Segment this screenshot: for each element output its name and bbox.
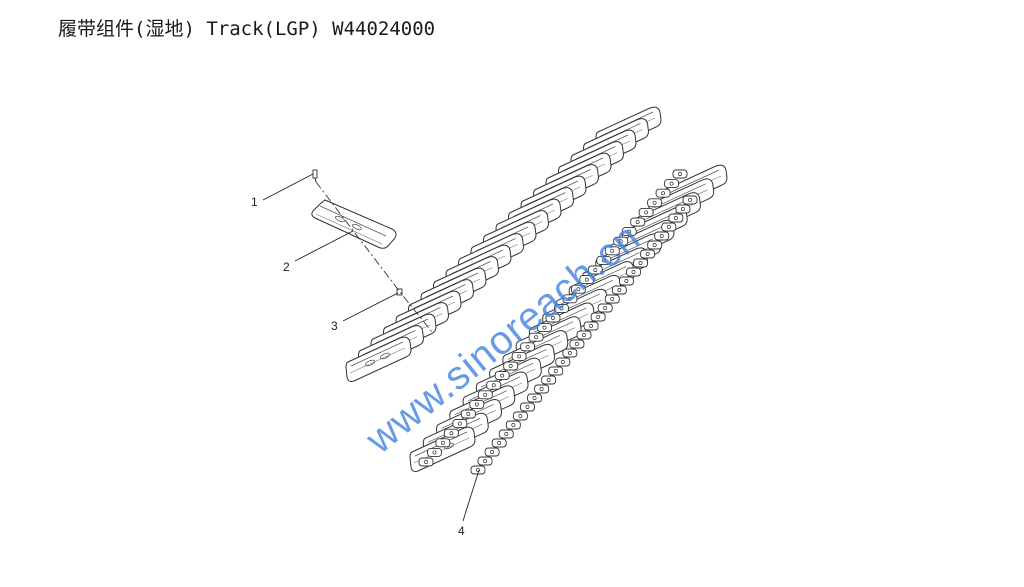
chain-link <box>618 276 634 286</box>
chain-link <box>576 330 592 340</box>
chain-link <box>630 217 646 227</box>
chain-link <box>655 188 671 198</box>
chain-link <box>443 428 459 438</box>
chain-link <box>654 231 670 241</box>
chain-link <box>675 204 691 214</box>
chain-link <box>661 222 677 232</box>
chain-link <box>477 456 493 466</box>
chain-link <box>626 267 641 277</box>
chain-link <box>541 375 557 385</box>
chain-link <box>583 321 599 331</box>
chain-link <box>494 371 510 381</box>
chain-link <box>491 438 507 448</box>
chain-link <box>477 390 493 400</box>
leader-lines <box>262 173 480 522</box>
chain-link <box>427 447 442 457</box>
chain-link <box>647 240 663 250</box>
chain-link <box>638 207 654 217</box>
chain-link <box>590 312 606 322</box>
chain-link <box>611 285 627 295</box>
chain-link <box>498 429 514 439</box>
chain-link <box>647 198 663 208</box>
chain-link <box>682 195 698 205</box>
chain-link <box>672 169 688 179</box>
callout-3: 3 <box>331 319 338 333</box>
chain-link <box>452 419 468 429</box>
exploded-track-shoe <box>311 199 397 249</box>
chain-link <box>486 380 502 390</box>
chain-link <box>569 339 585 349</box>
chain-link <box>548 366 564 376</box>
chain-link <box>597 303 613 313</box>
chain-link <box>555 357 571 367</box>
assembly-centerline <box>315 181 433 333</box>
chain-link <box>534 384 550 394</box>
chain-link <box>484 447 500 457</box>
chain-link <box>460 409 476 419</box>
chain-link <box>435 438 451 448</box>
chain-link <box>418 457 434 467</box>
callout-1: 1 <box>251 195 258 209</box>
chain-link <box>664 179 679 189</box>
bolt-part <box>312 169 318 183</box>
chain-link <box>604 294 620 304</box>
nut-part <box>396 288 403 296</box>
callout-4: 4 <box>458 524 465 538</box>
chain-link <box>668 213 684 223</box>
page-title: 履带组件(湿地) Track(LGP) W44024000 <box>58 18 436 40</box>
chain-link <box>633 258 648 268</box>
chain-link <box>469 399 485 409</box>
chain-link <box>512 411 528 421</box>
chain-link <box>520 402 535 412</box>
callout-2: 2 <box>283 260 290 274</box>
chain-link <box>562 348 578 358</box>
chain-link <box>527 393 542 403</box>
chain-link <box>505 420 521 430</box>
